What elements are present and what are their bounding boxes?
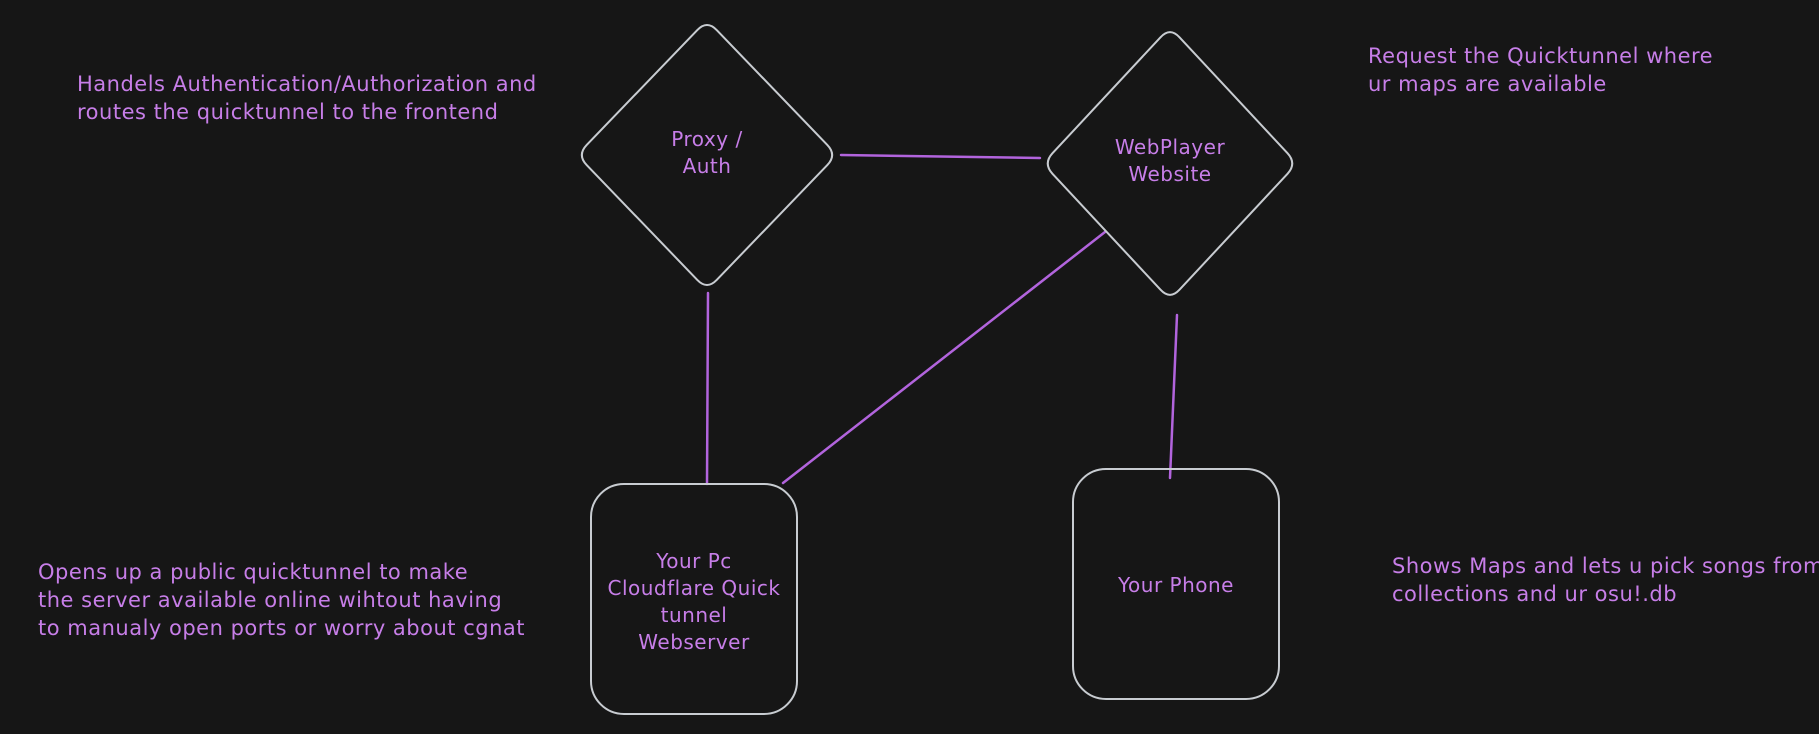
annotation-top-left: Handels Authentication/Authorization and… bbox=[77, 70, 537, 126]
node-label-proxy-auth: Proxy / Auth bbox=[577, 126, 837, 180]
node-your-phone[interactable] bbox=[1072, 468, 1280, 700]
node-label-line: Website bbox=[1128, 162, 1212, 186]
node-label-line: Your Phone bbox=[1117, 573, 1234, 597]
node-webplayer-website-diamond[interactable] bbox=[1046, 31, 1294, 296]
annotation-line: Handels Authentication/Authorization and bbox=[77, 72, 537, 96]
node-label-line: Cloudflare Quick bbox=[607, 576, 781, 600]
node-label-line: Your Pc bbox=[656, 549, 732, 573]
annotation-line: collections and ur osu!.db bbox=[1392, 582, 1678, 606]
annotation-line: to manualy open ports or worry about cgn… bbox=[38, 616, 525, 640]
annotation-line: ur maps are available bbox=[1368, 72, 1607, 96]
connector-pc-webplayer[interactable] bbox=[781, 230, 1107, 485]
annotation-line: the server available online wihtout havi… bbox=[38, 588, 503, 612]
annotation-line: Opens up a public quicktunnel to make bbox=[38, 560, 469, 584]
node-label-line: WebPlayer bbox=[1114, 135, 1226, 159]
annotation-line: Request the Quicktunnel where bbox=[1368, 44, 1714, 68]
node-label-line: Webserver bbox=[638, 630, 750, 654]
node-label-line: Auth bbox=[682, 154, 732, 178]
annotation-line: routes the quicktunnel to the frontend bbox=[77, 100, 499, 124]
node-label-pc-webserver: Your Pc Cloudflare Quick tunnel Webserve… bbox=[590, 548, 798, 656]
annotation-line: Shows Maps and lets u pick songs from bbox=[1392, 554, 1819, 578]
node-label-line: Proxy / bbox=[671, 127, 743, 151]
annotation-top-right: Request the Quicktunnel where ur maps ar… bbox=[1368, 42, 1713, 98]
node-label-your-phone: Your Phone bbox=[1072, 572, 1280, 599]
node-proxy-auth-diamond[interactable] bbox=[580, 24, 834, 286]
node-pc-webserver[interactable] bbox=[590, 483, 798, 715]
annotation-bottom-right: Shows Maps and lets u pick songs from co… bbox=[1392, 552, 1819, 608]
node-label-line: tunnel bbox=[660, 603, 728, 627]
connector-proxy-webplayer[interactable] bbox=[839, 153, 1042, 160]
annotation-bottom-left: Opens up a public quicktunnel to make th… bbox=[38, 558, 525, 642]
connector-proxy-pc[interactable] bbox=[705, 291, 710, 486]
connector-webplayer-phone[interactable] bbox=[1168, 313, 1179, 480]
node-label-webplayer-website: WebPlayer Website bbox=[1043, 134, 1297, 188]
